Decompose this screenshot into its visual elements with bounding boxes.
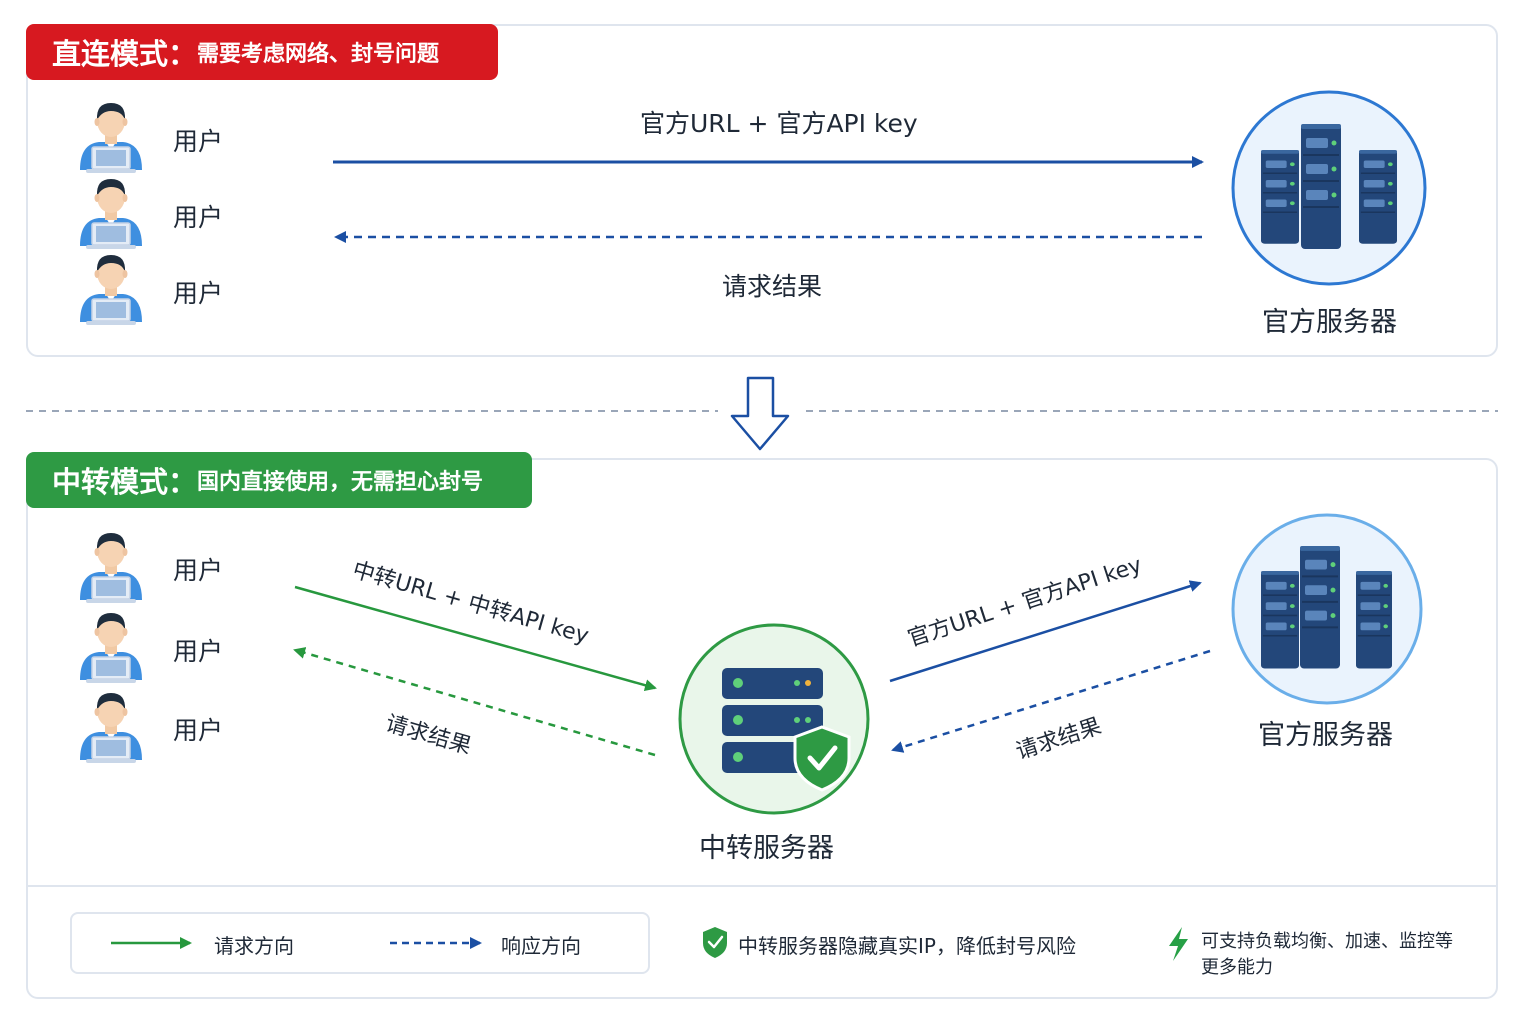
- official-server-icon: [1231, 513, 1423, 705]
- user-icon: [79, 254, 143, 326]
- official-server-icon: [1231, 90, 1427, 286]
- direct-mode-title: 直连模式： 需要考虑网络、封号问题: [26, 24, 498, 80]
- relay-mode-title-sub: 国内直接使用，无需担心封号: [197, 470, 484, 495]
- down-arrow-icon: [730, 376, 790, 451]
- user-label: 用户: [173, 203, 224, 232]
- legend-response-label: 响应方向: [501, 934, 581, 958]
- user-icon: [79, 612, 143, 684]
- user-label: 用户: [173, 716, 224, 745]
- lightning-icon: [1169, 927, 1188, 961]
- user-icon: [79, 102, 143, 174]
- shield-check-icon: [793, 725, 851, 792]
- user-label: 用户: [173, 127, 224, 156]
- user-label: 用户: [173, 556, 224, 585]
- direct-response-label: 请求结果: [722, 272, 823, 301]
- user-label: 用户: [173, 279, 224, 308]
- relay-server-label: 中转服务器: [699, 833, 834, 864]
- user-icon: [79, 532, 143, 604]
- relay-server-icon: [678, 623, 870, 815]
- feature-capabilities-line-1: 可支持负载均衡、加速、监控等: [1201, 931, 1453, 952]
- user-label: 用户: [173, 637, 224, 666]
- official-request-arrow: [889, 580, 1202, 683]
- direct-request-label: 官方URL + 官方API key: [640, 109, 918, 138]
- relay-response-arrow: [293, 647, 656, 757]
- feature-hide-ip-label: 中转服务器隐藏真实IP，降低封号风险: [738, 934, 1076, 958]
- feature-capabilities-label: 可支持负载均衡、加速、监控等 更多能力: [1201, 929, 1453, 981]
- user-icon: [79, 178, 143, 250]
- official-server-label: 官方服务器: [1262, 307, 1397, 338]
- legend-request-label: 请求方向: [214, 934, 294, 958]
- feature-capabilities-line-2: 更多能力: [1201, 957, 1273, 978]
- user-icon: [79, 692, 143, 764]
- legend-box: [70, 912, 650, 974]
- direct-mode-title-sub: 需要考虑网络、封号问题: [197, 42, 440, 67]
- direct-mode-title-main: 直连模式：: [52, 37, 198, 71]
- legend-divider: [28, 885, 1496, 887]
- official-server-label: 官方服务器: [1258, 720, 1393, 751]
- shield-check-icon: [703, 927, 727, 958]
- relay-mode-title-main: 中转模式：: [52, 465, 198, 499]
- official-response-arrow: [891, 649, 1211, 753]
- relay-request-arrow: [294, 585, 657, 692]
- relay-mode-title: 中转模式： 国内直接使用，无需担心封号: [26, 452, 532, 508]
